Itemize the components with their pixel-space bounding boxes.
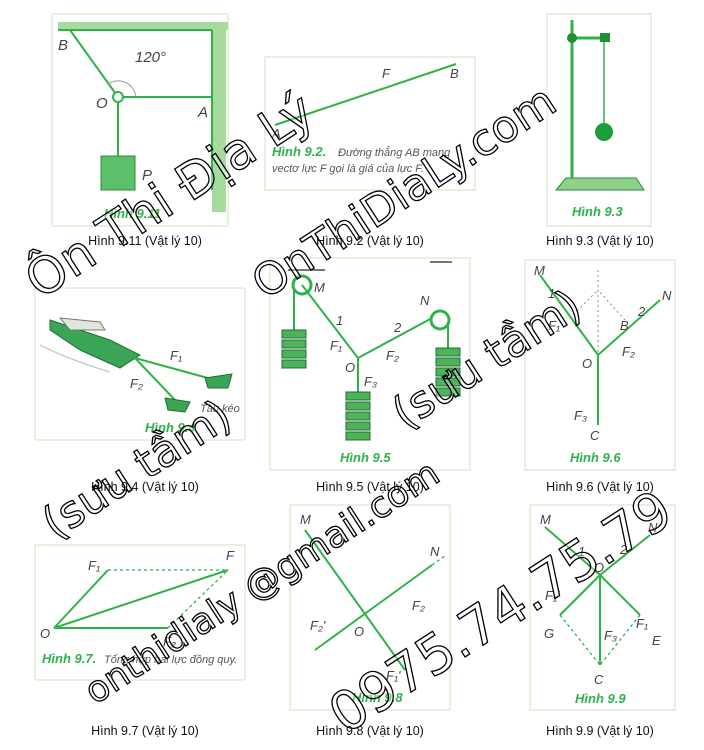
- figure-text: Tổng hợp hai lực đồng quy.: [104, 654, 237, 666]
- figure-9-9: M N 1 2 O F₁' F₁ F₃ G E C Hình 9.9: [529, 504, 676, 711]
- label-n: N: [648, 520, 658, 535]
- label-o: O: [354, 624, 364, 639]
- caption-9-9: Hình 9.9 (Vật lý 10): [546, 724, 654, 738]
- label-m: M: [540, 512, 551, 527]
- figure-9-2: A B F Hình 9.2. Đường thẳng AB mang vect…: [264, 56, 476, 191]
- figure-9-8: M N O F₂ F₂' F₁' Hình 9.8: [289, 504, 451, 711]
- caption-9-4: Hình 9.4 (Vật lý 10): [91, 480, 199, 494]
- label-2: 2: [619, 542, 628, 557]
- caption-9-2: Hình 9.2 (Vật lý 10): [316, 234, 424, 248]
- figure-title: Hình 9.5: [340, 450, 391, 465]
- caption-9-5: Hình 9.5 (Vật lý 10): [316, 480, 424, 494]
- label-f2: F₂: [386, 348, 399, 363]
- label-tug: Tàu kéo: [200, 403, 240, 415]
- label-f: F: [226, 548, 235, 563]
- label-o: O: [40, 626, 50, 641]
- label-f2: F₂: [130, 376, 143, 391]
- figure-text: vectơ lực F gọi là giá của lực F.: [272, 163, 424, 175]
- label-m: M: [300, 512, 311, 527]
- label-f: F: [382, 66, 391, 81]
- label-b: B: [58, 37, 68, 54]
- label-c: C: [590, 428, 600, 443]
- label-a: A: [271, 126, 281, 141]
- caption-9-6: Hình 9.6 (Vật lý 10): [546, 480, 654, 494]
- figure-9-11: B 120° O A P Hình 9.11: [51, 13, 229, 227]
- label-m: M: [534, 263, 545, 278]
- caption-9-7: Hình 9.7 (Vật lý 10): [91, 724, 199, 738]
- label-n: N: [662, 288, 672, 303]
- figure-title: Hình 9.6: [570, 450, 621, 465]
- figure-9-3: Hình 9.3: [546, 13, 652, 227]
- figure-title: Hình 9.7.: [42, 651, 96, 666]
- label-f3: F₃: [604, 628, 617, 643]
- label-f1: F₁: [88, 558, 100, 573]
- label-f2-prime: F₂': [310, 618, 326, 633]
- label-f1: F₁: [170, 348, 182, 363]
- label-f3: F₃: [364, 374, 377, 389]
- figure-title: Hình 9.8: [352, 690, 403, 705]
- label-b: B: [620, 318, 629, 333]
- label-a: A: [197, 104, 208, 121]
- label-1: 1: [336, 313, 343, 328]
- figure-title: Hình 9.4: [145, 420, 196, 435]
- label-2: 2: [393, 320, 402, 335]
- figure-9-6: M N 1 2 B O F₁ F₂ F₃ C Hình 9.6: [524, 259, 676, 471]
- label-m: M: [314, 280, 325, 295]
- label-b: B: [450, 66, 459, 81]
- label-f2: F₂: [622, 344, 635, 359]
- label-n: N: [420, 293, 430, 308]
- figure-9-7: O F₁ F F₂ Hình 9.7. Tổng hợp hai lực đồn…: [34, 544, 246, 681]
- label-f1-prime: F₁': [386, 668, 401, 683]
- label-p: P: [142, 167, 152, 184]
- label-1: 1: [548, 286, 555, 301]
- label-o: O: [96, 95, 108, 112]
- label-g: G: [544, 626, 554, 641]
- label-c: C: [594, 672, 604, 687]
- label-f1: F₁: [636, 616, 648, 631]
- figure-title: Hình 9.11: [104, 206, 161, 221]
- caption-9-3: Hình 9.3 (Vật lý 10): [546, 234, 654, 248]
- figure-9-5: M N 1 2 O F₁ F₂ F₃ Hình 9.5: [269, 257, 471, 471]
- label-n: N: [430, 544, 440, 559]
- label-angle: 120°: [135, 49, 166, 66]
- label-1: 1: [578, 544, 585, 559]
- figure-title: Hình 9.2.: [272, 144, 326, 159]
- label-f1: F₁: [330, 338, 342, 353]
- caption-9-8: Hình 9.8 (Vật lý 10): [316, 724, 424, 738]
- label-e: E: [652, 633, 661, 648]
- label-o: O: [345, 360, 355, 375]
- caption-9-11: Hình 9.11 (Vật lý 10): [88, 234, 202, 248]
- label-2: 2: [637, 304, 646, 319]
- figure-title: Hình 9.3: [572, 204, 623, 219]
- figure-title: Hình 9.9: [575, 691, 626, 706]
- label-o: O: [582, 356, 592, 371]
- label-f3: F₃: [574, 408, 587, 423]
- label-f1-prime: F₁': [545, 588, 560, 603]
- label-f1: F₁: [548, 318, 560, 333]
- figure-9-4: F₁ F₂ Tàu kéo Hình 9.4: [34, 287, 246, 441]
- figure-text: Đường thẳng AB mang: [338, 146, 451, 159]
- label-o: O: [594, 560, 604, 575]
- label-f2: F₂: [412, 598, 425, 613]
- label-f2: F₂: [163, 634, 176, 649]
